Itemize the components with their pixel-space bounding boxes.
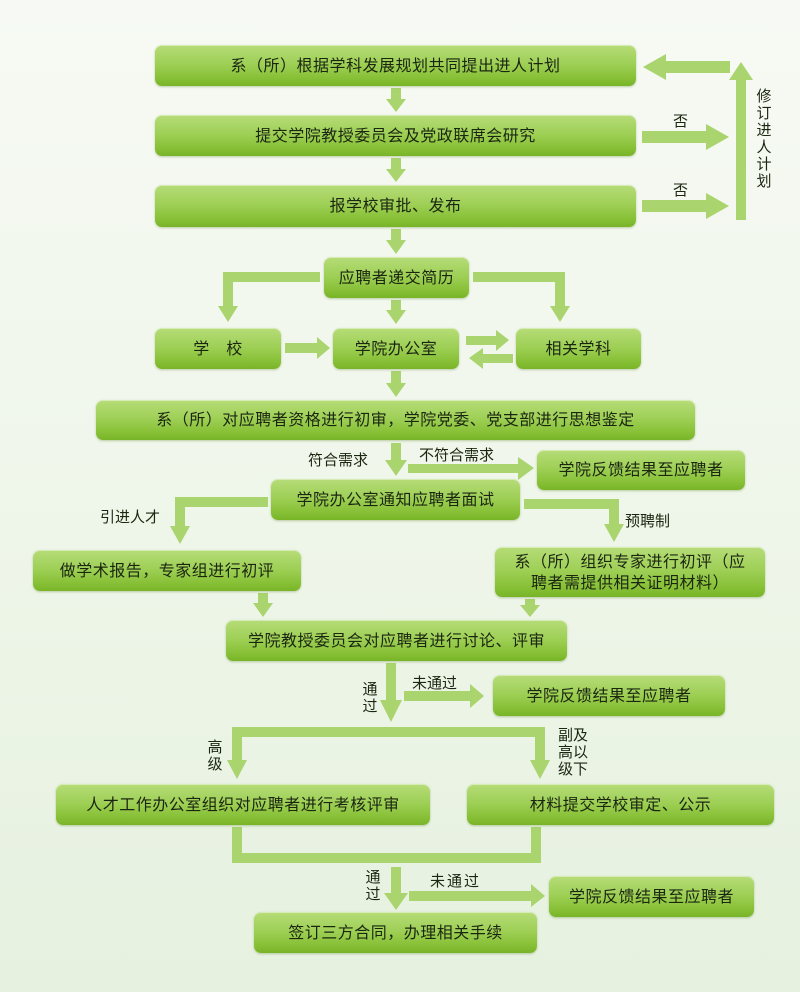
- edge-label-meets-requirements: 符合需求: [308, 451, 369, 469]
- edge-label-revise-plan: 修订进人计划: [756, 87, 772, 190]
- node-sign-contract: 签订三方合同，办理相关手续: [254, 912, 537, 953]
- arrow-down-icon: [253, 593, 273, 617]
- arrow-right-icon: [285, 337, 330, 359]
- edge-label-talent-introduction: 引进人才: [100, 508, 161, 526]
- edge-label-associate-and-below: 副及高以级下: [557, 726, 588, 778]
- arrow-left-icon: [643, 54, 730, 80]
- edge-label-fail: 未通过: [430, 872, 482, 890]
- node-feedback-2: 学院反馈结果至应聘者: [493, 675, 725, 716]
- arrow-right-icon: [409, 884, 545, 907]
- arrow-right-icon: [408, 457, 534, 480]
- node-committee-study: 提交学院教授委员会及党政联席会研究: [155, 115, 636, 156]
- arrow-down-icon: [385, 443, 407, 476]
- node-label: 学院反馈结果至应聘者: [558, 460, 724, 479]
- node-academic-report: 做学术报告，专家组进行初评: [33, 550, 301, 591]
- node-label: 学院教授委员会对应聘者进行讨论、评审: [247, 630, 545, 650]
- arrow-down-icon: [386, 371, 406, 397]
- node-label: 系（所）对应聘者资格进行初审，学院党委、党支部进行思想鉴定: [156, 410, 635, 429]
- edge-label-senior: 高级: [207, 738, 223, 773]
- node-plan: 系（所）根据学科发展规划共同提出进人计划: [155, 45, 636, 86]
- edge-label-pre-employment: 预聘制: [625, 512, 671, 530]
- node-feedback-3: 学院反馈结果至应聘者: [549, 876, 754, 917]
- edge-label-fail: 未通过: [412, 674, 458, 692]
- node-label: 系（所）组织专家进行初评（应聘者需提供相关证明材料）: [514, 552, 746, 592]
- node-label: 应聘者递交简历: [338, 267, 455, 287]
- node-school: 学 校: [155, 328, 281, 369]
- arrow-right-icon: [404, 684, 484, 708]
- node-label: 学 校: [193, 338, 243, 358]
- node-label: 人才工作办公室组织对应聘者进行考核评审: [86, 794, 400, 814]
- arrow-up-icon: [729, 62, 753, 220]
- node-initial-review: 系（所）对应聘者资格进行初审，学院党委、党支部进行思想鉴定: [96, 400, 695, 440]
- node-label: 学院反馈结果至应聘者: [568, 886, 734, 906]
- node-professor-committee: 学院教授委员会对应聘者进行讨论、评审: [226, 620, 567, 661]
- edge-label-no: 否: [673, 112, 689, 130]
- node-label: 报学校审批、发布: [329, 196, 462, 215]
- arrow-left-icon: [469, 348, 513, 369]
- arrow-right-icon: [466, 330, 509, 351]
- edge-label-no: 否: [673, 181, 689, 199]
- node-college-office: 学院办公室: [333, 328, 459, 369]
- node-label: 系（所）根据学科发展规划共同提出进人计划: [230, 55, 561, 75]
- node-interview-notice: 学院办公室通知应聘者面试: [271, 479, 520, 520]
- arrow-down-icon: [386, 229, 406, 254]
- node-label: 做学术报告，专家组进行初评: [59, 560, 275, 580]
- node-submit-resume: 应聘者递交简历: [324, 257, 469, 298]
- edge-label-pass: 通过: [362, 680, 378, 715]
- arrow-split-icon: [227, 727, 550, 779]
- arrow-branch-right-icon: [524, 499, 624, 542]
- arrow-branch-left-icon: [170, 497, 268, 544]
- node-dept-expert-review: 系（所）组织专家进行初评（应聘者需提供相关证明材料）: [495, 547, 765, 597]
- node-label: 材料提交学校审定、公示: [529, 794, 712, 814]
- arrow-down-icon: [380, 663, 402, 722]
- node-school-approval: 报学校审批、发布: [155, 185, 636, 227]
- arrow-merge-icon: [232, 827, 541, 863]
- arrow-down-icon: [386, 158, 406, 182]
- node-label: 签订三方合同，办理相关手续: [288, 922, 503, 942]
- arrow-branch-right-icon: [473, 272, 570, 322]
- edge-label-pass: 通过: [365, 868, 381, 903]
- arrow-down-icon: [386, 300, 406, 324]
- arrow-down-icon: [384, 867, 408, 910]
- arrow-right-icon: [642, 193, 729, 219]
- node-label: 学院反馈结果至应聘者: [526, 685, 692, 705]
- arrow-right-icon: [642, 124, 729, 150]
- node-label: 提交学院教授委员会及党政联席会研究: [255, 125, 536, 145]
- node-label: 学院办公室通知应聘者面试: [296, 489, 495, 509]
- node-label: 相关学科: [545, 338, 612, 358]
- node-talent-office-review: 人才工作办公室组织对应聘者进行考核评审: [56, 784, 430, 825]
- node-label: 学院办公室: [354, 338, 438, 358]
- node-feedback-1: 学院反馈结果至应聘者: [537, 450, 745, 490]
- edge-label-not-meet-requirements: 不符合需求: [419, 446, 495, 464]
- node-related-discipline: 相关学科: [516, 328, 641, 369]
- arrow-branch-left-icon: [218, 272, 320, 322]
- node-submit-materials: 材料提交学校审定、公示: [467, 784, 774, 825]
- arrow-down-icon: [520, 599, 540, 617]
- arrow-down-icon: [386, 88, 406, 112]
